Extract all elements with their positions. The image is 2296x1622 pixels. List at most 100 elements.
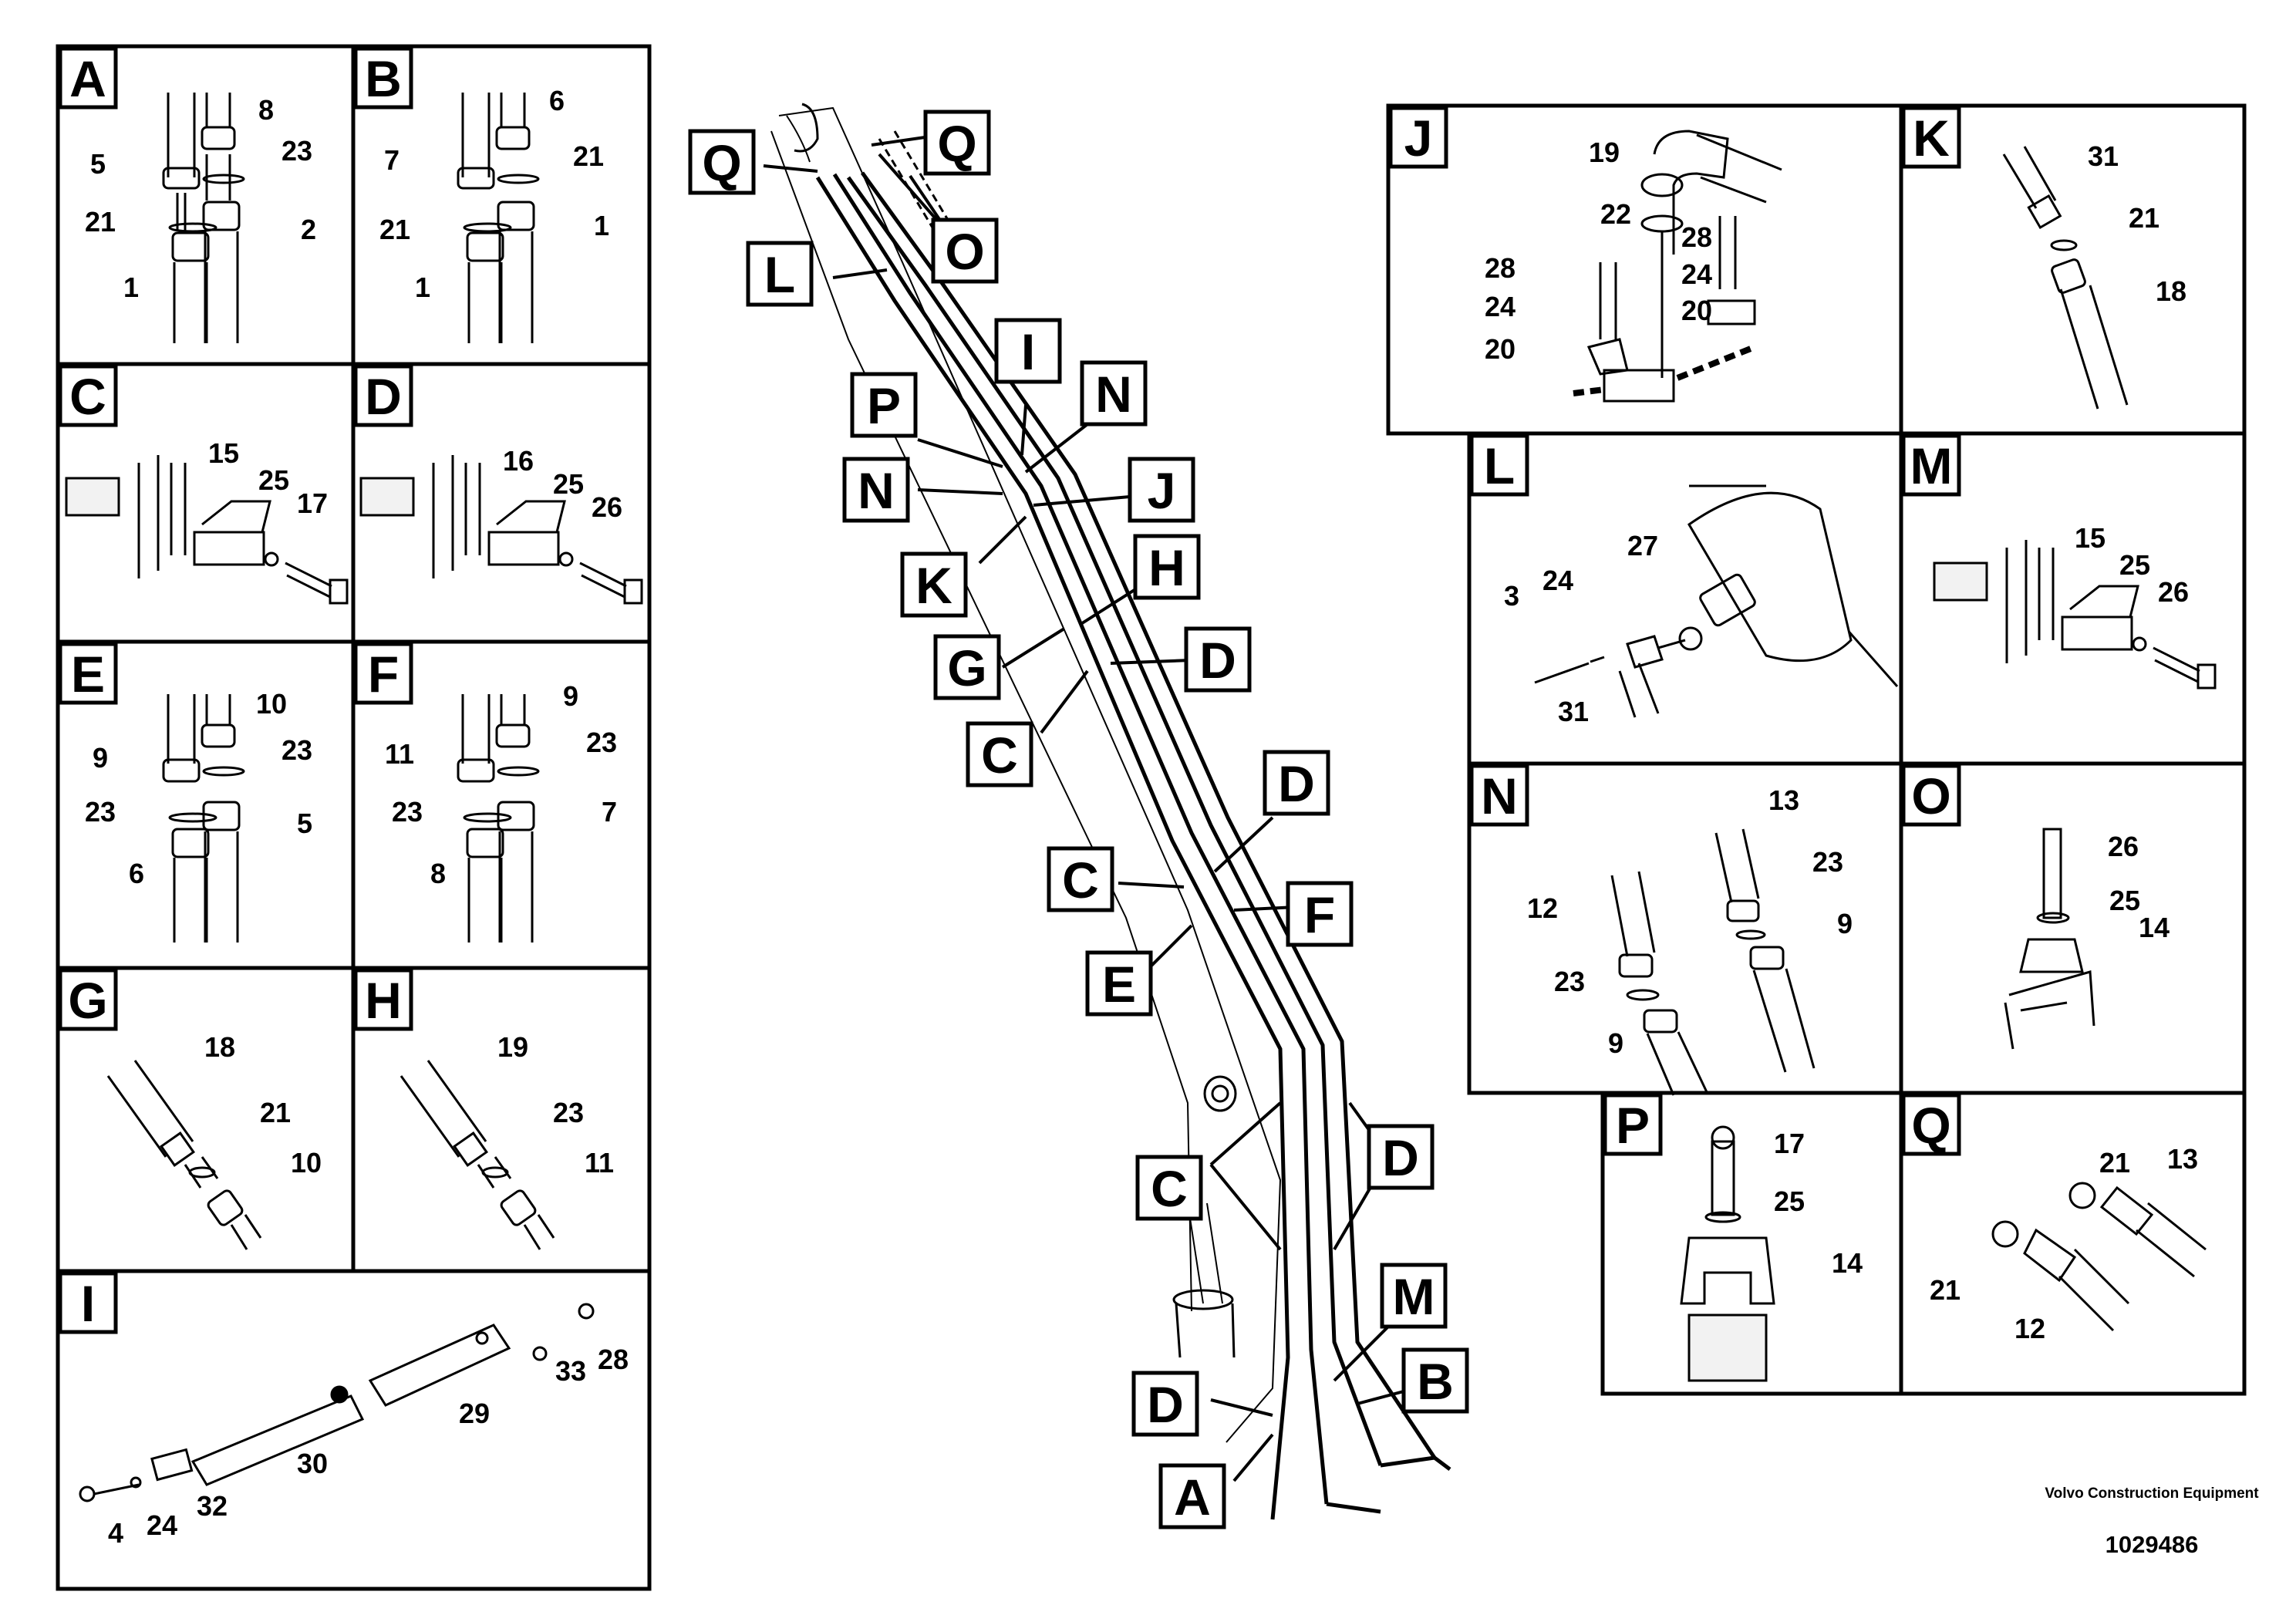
panel-label-q: Q [1901,1093,1961,1156]
part-label-q: 21 [2099,1147,2130,1179]
part-label-m: 25 [2119,549,2150,581]
callout-letter: M [1393,1268,1435,1325]
part-label-m: 26 [2158,576,2189,608]
part-label-c: 17 [297,487,328,519]
callout-letter: F [1304,886,1335,943]
panel-label-h: H [353,968,413,1031]
callout-letter: N [858,462,895,519]
callout-c: C [966,721,1033,787]
part-label-j: 22 [1600,198,1631,230]
callout-letter: A [1174,1469,1211,1526]
callout-letter: E [1102,956,1136,1013]
callout-letter: D [1147,1376,1184,1433]
part-label-e: 9 [93,742,108,774]
part-label-i: 30 [297,1448,328,1479]
panel-E-drawing [162,694,245,943]
panel-J-drawing [1573,130,1782,403]
part-label-k: 18 [2156,275,2186,307]
callout-letter: D [1382,1129,1419,1186]
part-label-j: 28 [1485,252,1515,284]
panel-label-a: A [58,46,118,110]
callout-letter: C [981,727,1018,784]
part-label-a: 2 [301,214,316,245]
panel-letter: M [1910,437,1953,494]
panel-A-drawing [162,93,245,343]
panel-letter: K [1913,110,1950,167]
callout-n: N [1080,360,1148,427]
part-label-m: 15 [2075,522,2106,554]
part-label-d: 25 [553,468,584,500]
callout-k: K [900,551,968,618]
part-label-j: 24 [1485,291,1515,322]
callout-letter: I [1021,323,1035,380]
part-label-e: 5 [297,808,312,839]
panel-letter: N [1481,767,1518,824]
part-label-b: 1 [594,210,609,241]
part-label-n: 23 [1812,846,1843,878]
part-label-f: 9 [563,680,578,712]
panel-label-f: F [353,642,413,705]
panel-label-e: E [58,642,118,705]
panel-letter: A [69,50,106,107]
panel-M-drawing [1933,540,2217,690]
part-label-l: 24 [1542,565,1573,596]
callout-e: E [1085,950,1153,1017]
part-label-j: 28 [1681,221,1712,253]
panel-label-n: N [1469,764,1529,827]
callout-letter: L [764,246,795,303]
part-label-c: 25 [258,464,289,496]
part-label-f: 23 [392,796,423,828]
part-label-j: 20 [1485,333,1515,365]
part-label-o: 14 [2139,912,2170,943]
part-label-d: 26 [592,491,622,523]
part-label-p: 14 [1832,1247,1863,1279]
part-label-a: 8 [258,94,274,126]
callout-letter: D [1199,632,1236,689]
part-label-h: 23 [553,1097,584,1128]
panel-letter: C [69,368,106,425]
panel-L-drawing [1534,484,1899,718]
part-label-g: 10 [291,1147,322,1179]
right-panel-grid [1386,103,2247,1396]
part-label-b: 21 [573,140,604,172]
panel-letter: F [368,646,399,703]
panel-label-m: M [1901,433,1961,497]
callout-j: J [1128,457,1195,523]
callout-b: B [1401,1347,1469,1414]
part-label-g: 21 [260,1097,291,1128]
part-label-p: 17 [1774,1128,1805,1159]
callout-d: D [1131,1371,1199,1437]
callout-i: I [994,318,1062,384]
callout-q: Q [923,110,991,176]
callout-letter: G [947,639,986,696]
part-label-i: 4 [108,1517,123,1549]
panel-label-l: L [1469,433,1529,497]
part-label-e: 6 [129,858,144,889]
callout-d: D [1184,626,1252,693]
callout-letter: J [1148,462,1176,519]
part-label-i: 33 [555,1355,586,1387]
part-label-i: 29 [459,1398,490,1429]
part-label-e: 10 [256,688,287,720]
panel-letter: I [81,1275,95,1332]
part-label-d: 16 [503,445,534,477]
part-label-i: 32 [197,1490,228,1522]
panel-letter: D [365,368,402,425]
boom-assembly [770,103,1451,1520]
part-label-n: 23 [1554,966,1585,997]
panel-C-drawing [65,455,349,605]
callout-d: D [1367,1124,1435,1190]
part-label-e: 23 [85,796,116,828]
panel-label-b: B [353,46,413,110]
part-label-j: 20 [1681,295,1712,326]
part-label-n: 9 [1837,908,1853,939]
panel-letter: H [365,972,402,1029]
callout-letter: B [1417,1353,1454,1410]
left-panel-grid [56,44,652,1591]
callout-q: Q [688,129,756,195]
callout-letter: Q [702,134,741,191]
panel-letter: L [1484,437,1515,494]
